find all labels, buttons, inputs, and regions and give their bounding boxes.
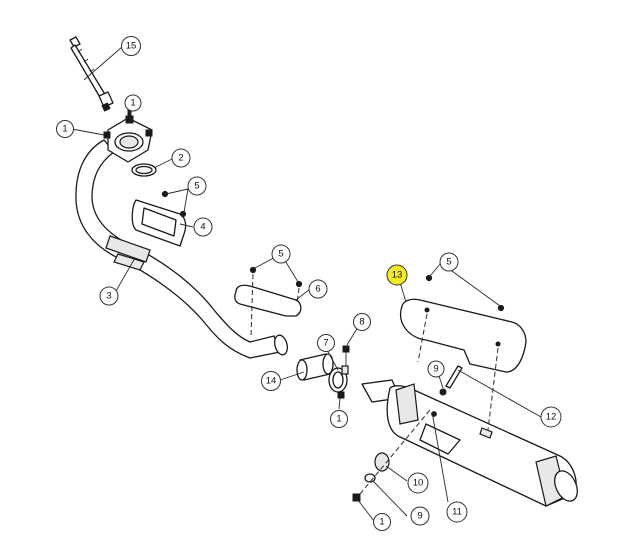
shield-screws-c <box>425 274 505 312</box>
callout-1-label: 1 <box>379 517 384 528</box>
flange-bolt-part <box>125 109 134 124</box>
callout-10-label: 10 <box>413 478 424 489</box>
callout-9-label: 9 <box>417 511 422 522</box>
header-heat-shield-part <box>131 199 187 247</box>
callout-13-label: 13 <box>392 270 403 281</box>
washer-part <box>364 473 376 483</box>
callout-9-washer: 9 <box>410 506 430 526</box>
callout-1-label: 1 <box>62 124 67 135</box>
callout-15: 15 <box>121 36 141 56</box>
rubber-bush-part <box>374 452 390 472</box>
callout-9-label: 9 <box>433 364 438 375</box>
callout-3-label: 3 <box>106 291 111 302</box>
header-clamp-part <box>105 235 151 271</box>
shield-screws-b <box>249 266 303 288</box>
callout-2-label: 2 <box>178 153 183 164</box>
callout-13-highlighted: 13 <box>386 264 408 286</box>
oxygen-sensor-part <box>69 36 114 112</box>
callout-14-label: 14 <box>266 376 277 387</box>
callout-4-label: 4 <box>200 222 205 233</box>
callout-5-muffler: 5 <box>439 252 459 272</box>
muffler-heat-shield-part <box>400 298 527 373</box>
callout-15-label: 15 <box>126 41 137 52</box>
connector-sleeve-part <box>296 353 334 381</box>
callout-11: 11 <box>446 501 468 523</box>
callout-14: 14 <box>261 371 281 391</box>
hanger-bolt-part <box>439 365 463 396</box>
callout-1-flange-top: 1 <box>124 94 142 112</box>
callout-8: 8 <box>353 313 371 331</box>
callout-5-middle: 5 <box>271 244 291 264</box>
callout-4: 4 <box>193 217 213 237</box>
mid-heat-shield-part <box>234 284 302 317</box>
callout-11-label: 11 <box>452 507 462 518</box>
callout-3: 3 <box>99 286 119 306</box>
header-flange-part <box>103 117 153 163</box>
callout-7-label: 7 <box>323 338 328 349</box>
callout-1-label: 1 <box>130 98 135 109</box>
callout-7: 7 <box>317 334 335 352</box>
callout-5-label: 5 <box>278 249 283 260</box>
callout-5-label: 5 <box>446 257 451 268</box>
callout-5-label: 5 <box>194 181 199 192</box>
pipe-clamp-part <box>328 345 350 399</box>
callout-8-label: 8 <box>359 317 364 328</box>
nut-part <box>352 493 361 502</box>
callout-10: 10 <box>407 472 429 494</box>
muffler-part <box>361 379 578 507</box>
callout-6-label: 6 <box>315 284 320 295</box>
callout-1-clamp: 1 <box>330 410 348 428</box>
callout-1-flange-left: 1 <box>56 120 74 138</box>
callout-9-bolt: 9 <box>427 360 445 378</box>
gasket-part <box>131 163 157 177</box>
shield-screws-a <box>161 190 187 218</box>
callout-1-nut: 1 <box>373 513 391 531</box>
callout-12: 12 <box>540 406 562 428</box>
callout-5-upper: 5 <box>187 176 207 196</box>
callout-2: 2 <box>171 148 191 168</box>
callout-12-label: 12 <box>546 412 557 423</box>
callout-6: 6 <box>308 279 328 299</box>
callout-1-label: 1 <box>336 414 341 425</box>
